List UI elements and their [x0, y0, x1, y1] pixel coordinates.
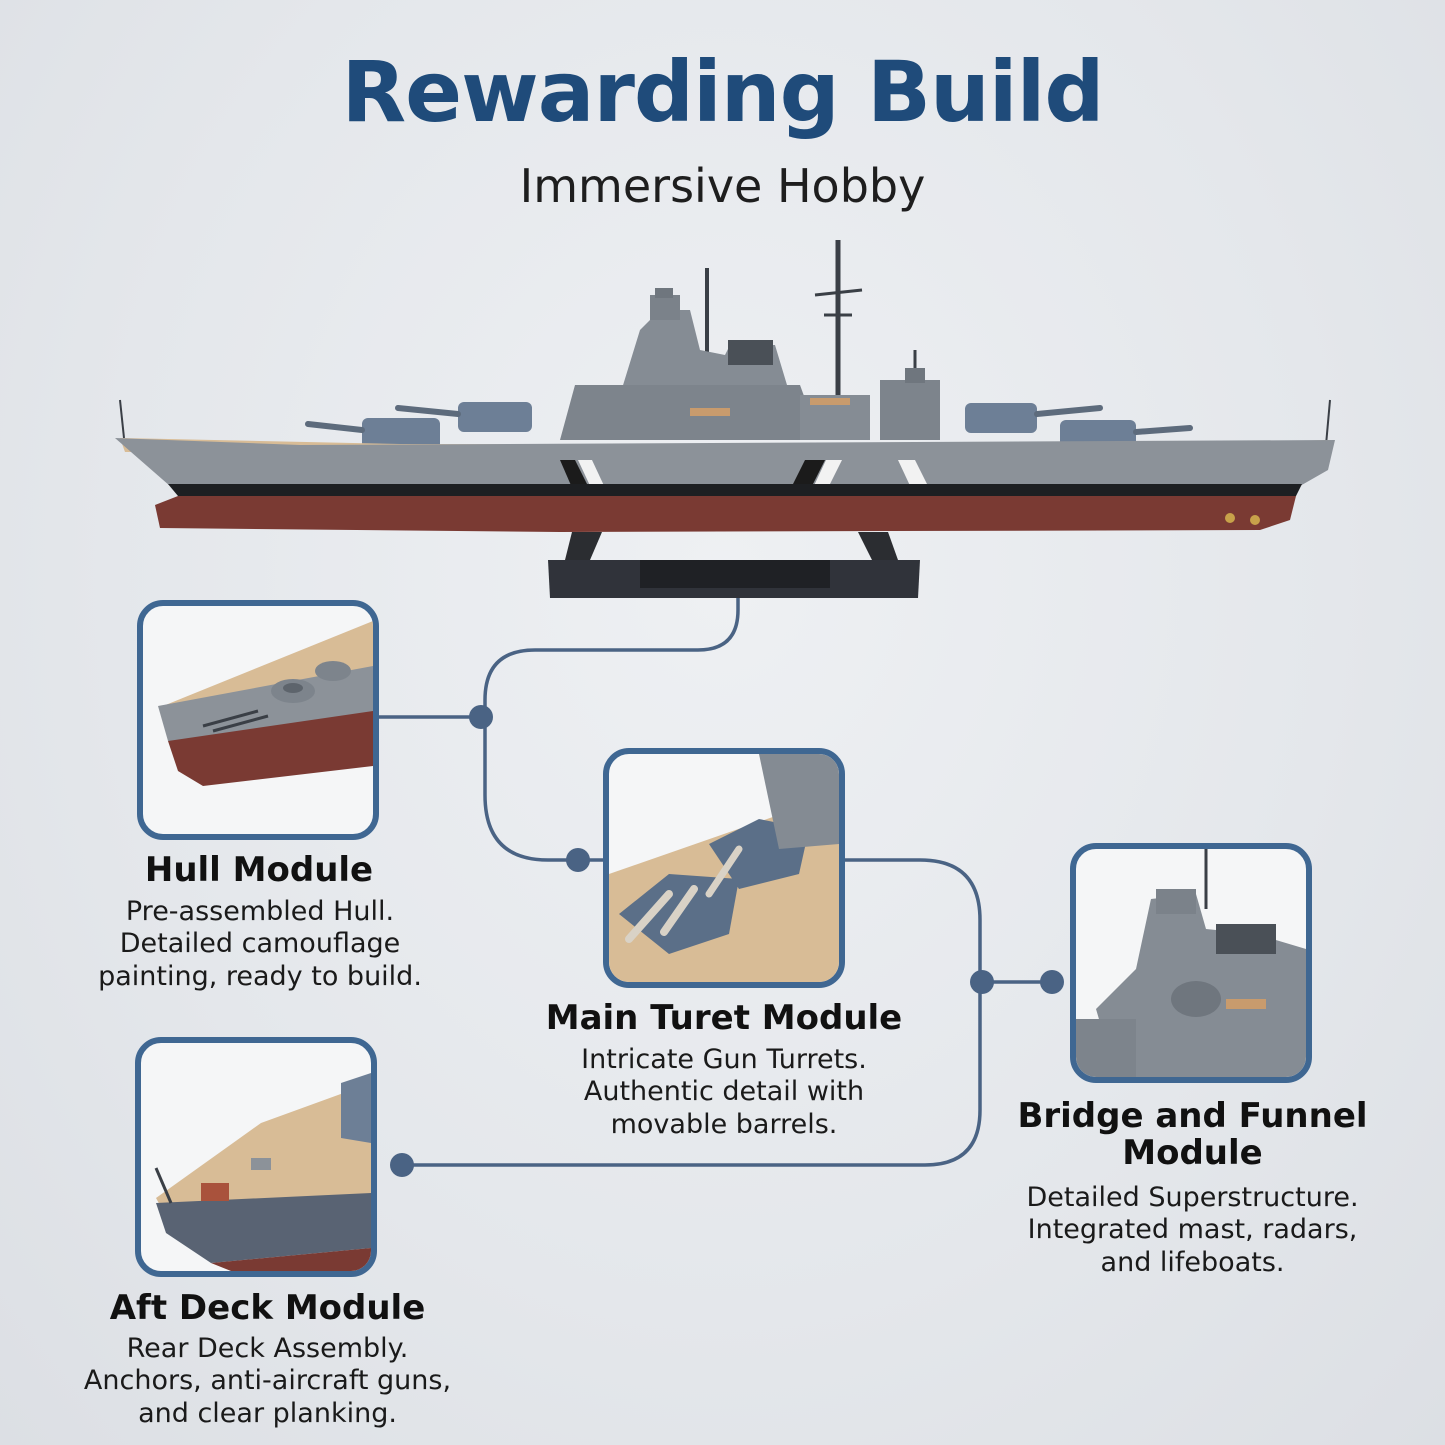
bridge-module-thumbnail [1070, 843, 1312, 1083]
page-title: Rewarding Build [341, 43, 1105, 141]
turret-module-title: Main Turet Module [545, 998, 903, 1038]
hull-module-title: Hull Module [144, 850, 374, 890]
turret-module-thumbnail [603, 748, 845, 988]
bridge-module-title: Bridge and Funnel Module [1017, 1096, 1368, 1174]
connector-node [970, 970, 994, 994]
connector-node [1040, 970, 1064, 994]
battleship-model-image [115, 240, 1335, 598]
turret-module-description: Intricate Gun Turrets. Authentic detail … [581, 1044, 867, 1140]
bridge-module-description: Detailed Superstructure. Integrated mast… [1026, 1182, 1359, 1278]
connector-node [469, 705, 493, 729]
aft-module-title: Aft Deck Module [109, 1288, 426, 1328]
aft-module-thumbnail [135, 1037, 377, 1277]
hull-module-thumbnail [137, 600, 379, 840]
aft-module-description: Rear Deck Assembly. Anchors, anti-aircra… [83, 1333, 452, 1429]
page-subtitle: Immersive Hobby [519, 159, 926, 213]
hull-module-description: Pre-assembled Hull. Detailed camouflage … [98, 896, 422, 992]
connector-node [566, 848, 590, 872]
connector-node [390, 1153, 414, 1177]
